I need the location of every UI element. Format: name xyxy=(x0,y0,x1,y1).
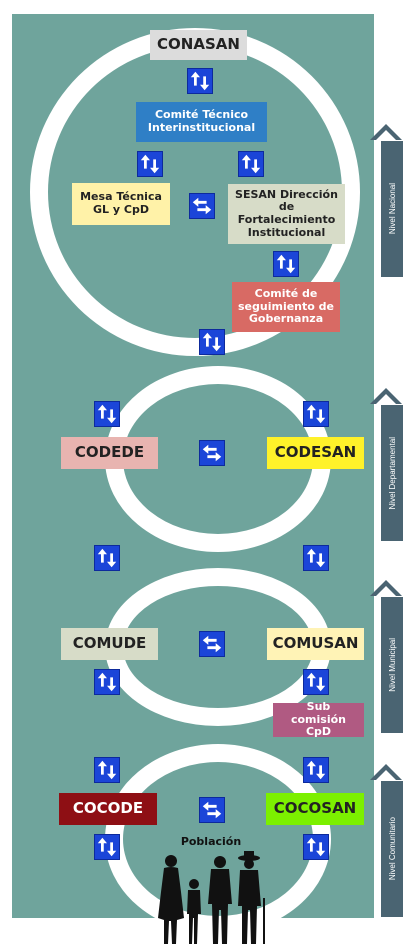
conasan-label: CONASAN xyxy=(157,35,240,54)
comite-seguimiento-box: Comité de seguimiento de Gobernanza xyxy=(232,282,340,332)
nivel-departamental-label: Nivel Departamental xyxy=(387,436,397,510)
up-down-arrow-icon xyxy=(94,757,120,783)
sesan-box: SESAN Dirección de Fortalecimiento Insti… xyxy=(228,184,345,244)
up-down-arrow-icon xyxy=(94,834,120,860)
nivel-departamental-band: Nivel Departamental xyxy=(381,405,403,541)
codesan-box: CODESAN xyxy=(267,437,364,469)
up-down-arrow-icon xyxy=(94,401,120,427)
nivel-nacional-label: Nivel Nacional xyxy=(387,183,397,235)
up-down-arrow-icon xyxy=(303,834,329,860)
conasan-box: CONASAN xyxy=(150,30,247,60)
codesan-label: CODESAN xyxy=(274,443,357,462)
sesan-label: SESAN Dirección de Fortalecimiento Insti… xyxy=(235,187,338,239)
sub-comision-label: Sub comisión CpD xyxy=(290,700,347,739)
cocosan-label: COCOSAN xyxy=(273,799,357,818)
nivel-municipal-band: Nivel Municipal xyxy=(381,597,403,733)
cocode-box: COCODE xyxy=(59,793,157,825)
sub-comision-box: Sub comisión CpD xyxy=(273,700,364,739)
left-right-arrow-icon xyxy=(199,631,225,657)
nivel-nacional-band: Nivel Nacional xyxy=(381,141,403,277)
up-down-arrow-icon xyxy=(238,151,264,177)
up-down-arrow-icon xyxy=(94,669,120,695)
comite-tecnico-box: Comité Técnico Interinstitucional xyxy=(136,102,267,142)
nivel-comunitario-band: Nivel Comunitario xyxy=(381,781,403,917)
comunitario-chevron-icon xyxy=(370,764,402,780)
up-down-arrow-icon xyxy=(303,669,329,695)
cocode-label: COCODE xyxy=(72,799,144,818)
left-right-arrow-icon xyxy=(189,193,215,219)
mesa-tecnica-box: Mesa Técnica GL y CpD xyxy=(72,183,170,225)
up-down-arrow-icon xyxy=(303,545,329,571)
up-down-arrow-icon xyxy=(303,757,329,783)
departamental-chevron-icon xyxy=(370,388,402,404)
up-down-arrow-icon xyxy=(94,545,120,571)
comude-box: COMUDE xyxy=(61,628,158,660)
mesa-tecnica-label: Mesa Técnica GL y CpD xyxy=(80,190,162,216)
left-right-arrow-icon xyxy=(199,440,225,466)
up-down-arrow-icon xyxy=(273,251,299,277)
poblacion-text: Población xyxy=(180,834,242,848)
up-down-arrow-icon xyxy=(187,68,213,94)
comusan-box: COMUSAN xyxy=(267,628,364,660)
population-silhouette-icon xyxy=(158,851,265,944)
poblacion-label: Población xyxy=(166,834,256,850)
up-down-arrow-icon xyxy=(303,401,329,427)
comusan-label: COMUSAN xyxy=(272,634,359,653)
comude-label: COMUDE xyxy=(72,634,147,653)
nivel-municipal-label: Nivel Municipal xyxy=(387,638,397,692)
left-right-arrow-icon xyxy=(199,797,225,823)
municipal-chevron-icon xyxy=(370,580,402,596)
up-down-arrow-icon xyxy=(199,329,225,355)
nacional-chevron-icon xyxy=(370,124,402,140)
codede-label: CODEDE xyxy=(74,443,145,462)
cocosan-box: COCOSAN xyxy=(266,793,364,825)
comite-seguimiento-label: Comité de seguimiento de Gobernanza xyxy=(238,287,334,326)
nivel-comunitario-label: Nivel Comunitario xyxy=(387,817,397,881)
comite-tecnico-label: Comité Técnico Interinstitucional xyxy=(147,108,256,134)
up-down-arrow-icon xyxy=(137,151,163,177)
codede-box: CODEDE xyxy=(61,437,158,469)
